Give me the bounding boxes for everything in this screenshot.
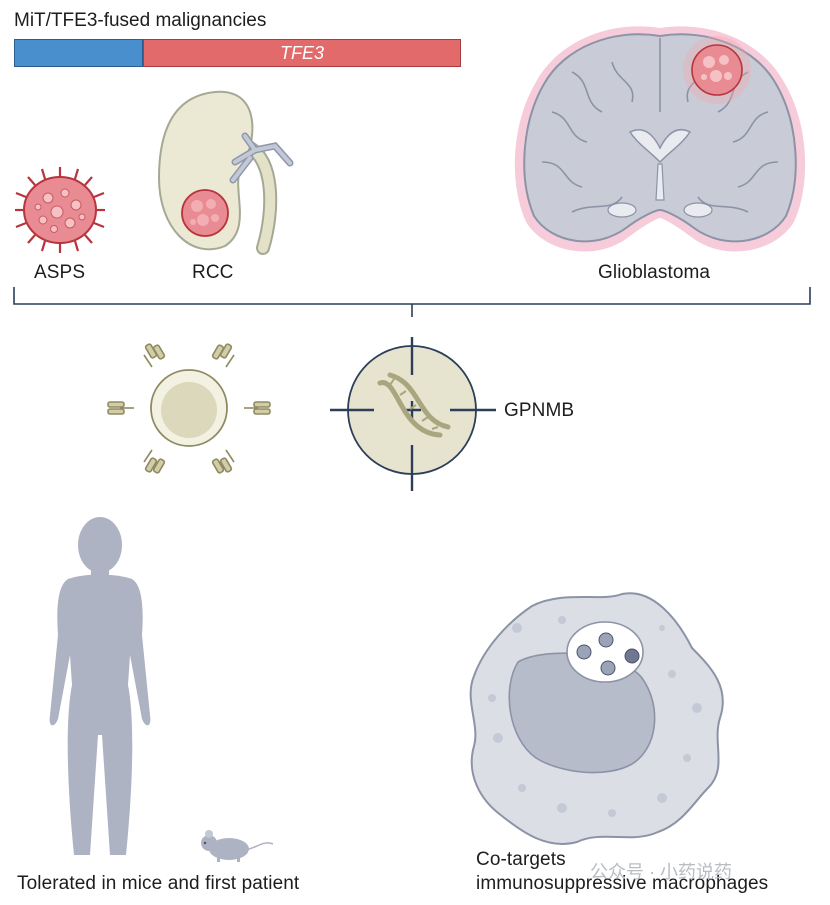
kidney-icon <box>157 90 294 255</box>
cotargets-caption-line2: immunosuppressive macrophages <box>476 873 769 894</box>
antibody-coated-cell-icon <box>107 343 271 474</box>
gpnmb-label: GPNMB <box>504 400 575 421</box>
fusion-partner-segment <box>14 39 143 67</box>
rcc-label: RCC <box>192 262 234 283</box>
figure-title: MiT/TFE3-fused malignancies <box>14 10 267 31</box>
human-silhouette-icon <box>49 517 151 855</box>
tfe3-fusion-segment: TFE3 <box>143 39 461 67</box>
watermark: 公众号 · 小药说药 <box>590 862 732 882</box>
asps-tumor-icon <box>15 167 105 253</box>
macrophage-icon <box>469 592 724 845</box>
gpnmb-target-icon <box>330 337 496 491</box>
asps-label: ASPS <box>34 262 86 283</box>
tolerated-caption: Tolerated in mice and first patient <box>17 873 300 894</box>
brain-icon <box>514 26 806 252</box>
glioblastoma-label: Glioblastoma <box>598 262 711 283</box>
grouping-bracket <box>13 287 811 317</box>
mouse-icon <box>201 830 274 862</box>
cotargets-caption-line1: Co-targets <box>476 849 566 870</box>
